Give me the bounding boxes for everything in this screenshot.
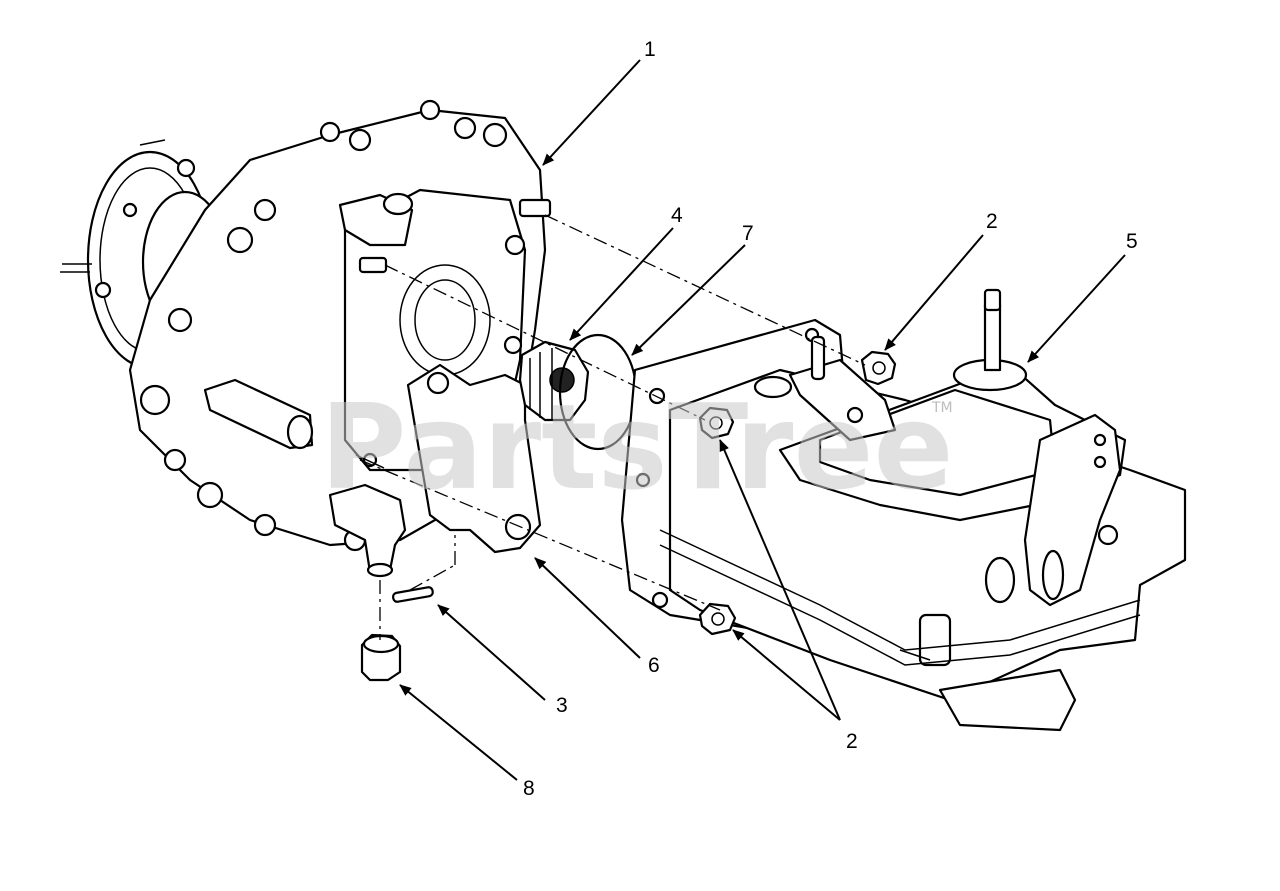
pin-part-3 (391, 586, 434, 603)
pinion-gear-part-4 (518, 340, 590, 422)
callout-2-top: 2 (986, 210, 998, 233)
hydro-pump-part-5 (620, 288, 1187, 732)
watermark-tm: TM (931, 400, 953, 416)
watermark-text: PartsTree (320, 378, 954, 516)
bracket-part-6 (406, 363, 542, 554)
callout-5: 5 (1126, 230, 1138, 253)
callout-1: 1 (644, 38, 656, 61)
callout-2-bottom: 2 (846, 730, 858, 753)
callout-6: 6 (648, 654, 660, 677)
nut-part-2-top (860, 350, 897, 386)
callout-4: 4 (671, 204, 683, 227)
callout-8: 8 (523, 777, 535, 800)
assembly-centerlines (359, 214, 866, 640)
callout-7: 7 (742, 222, 754, 245)
nut-part-8 (360, 633, 402, 682)
nut-part-2-left (698, 406, 735, 440)
callout-3: 3 (556, 694, 568, 717)
leader-lines (399, 59, 1126, 781)
nut-part-2-bottom (698, 602, 737, 636)
